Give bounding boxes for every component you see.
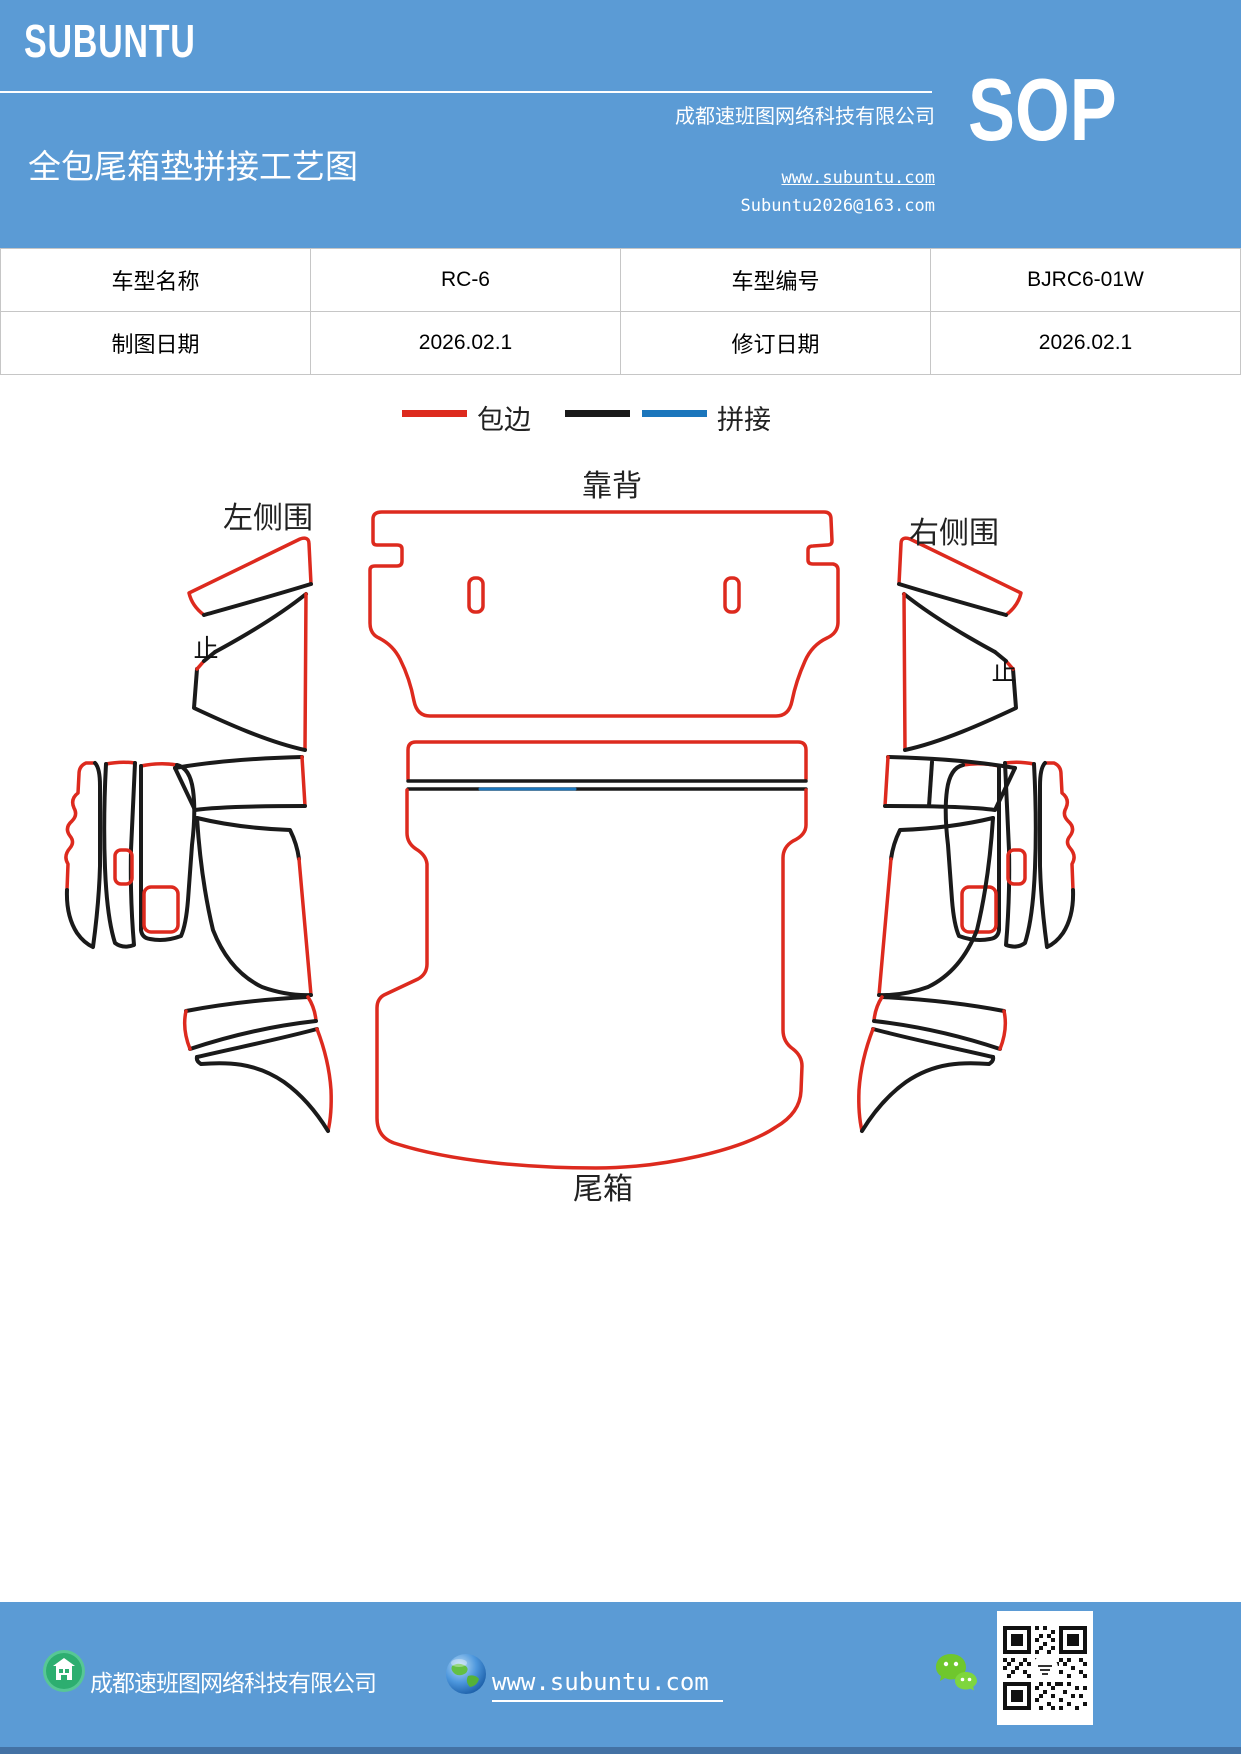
trunk-mat-diagram: 靠背 左侧围 右侧围 尾箱 止 止 <box>64 470 1077 1206</box>
splice-legend-label: 拼接 <box>717 405 771 435</box>
table-row: 车型名称 RC-6 车型编号 BJRC6-01W <box>0 248 1241 312</box>
revise-date-value: 2026.02.1 <box>930 311 1241 375</box>
brand-logo: SUBUNTU <box>24 15 196 67</box>
backrest-slot-left <box>467 576 485 614</box>
backrest-piece <box>368 510 840 718</box>
edge-line-swatch <box>402 410 467 417</box>
header-divider <box>0 91 932 93</box>
globe-icon <box>446 1654 486 1694</box>
page-header: SUBUNTU 成都速班图网络科技有限公司 SOP 全包尾箱垫拼接工艺图 www… <box>0 0 1241 248</box>
splice-lines <box>406 779 808 791</box>
side-cluster-lower-pieces <box>173 755 333 1133</box>
model-code-value: BJRC6-01W <box>930 248 1241 312</box>
draw-date-label: 制图日期 <box>0 311 311 375</box>
side-cluster-strips <box>64 760 197 949</box>
header-company-name: 成都速班图网络科技有限公司 <box>675 106 935 128</box>
vehicle-info-table: 车型名称 RC-6 车型编号 BJRC6-01W 制图日期 2026.02.1 … <box>0 248 1241 375</box>
footer-website-link[interactable]: www.subuntu.com <box>492 1668 723 1702</box>
splice-blue-swatch <box>642 410 707 417</box>
right-cluster-lower <box>856 755 1017 1133</box>
revise-date-label: 修订日期 <box>620 311 931 375</box>
model-name-value: RC-6 <box>310 248 621 312</box>
trunk-mat-piece <box>375 740 808 1170</box>
footer-bottom-strip <box>0 1747 1241 1754</box>
trunk-label: 尾箱 <box>573 1173 633 1206</box>
sop-badge: SOP <box>968 60 1117 159</box>
page-title: 全包尾箱垫拼接工艺图 <box>28 148 358 185</box>
model-name-label: 车型名称 <box>0 248 311 312</box>
right-cluster-divider-tick <box>927 760 934 808</box>
draw-date-value: 2026.02.1 <box>310 311 621 375</box>
header-email[interactable]: Subuntu2026@163.com <box>740 196 935 216</box>
right-cluster-top <box>897 536 1023 752</box>
model-code-label: 车型编号 <box>620 248 931 312</box>
right-cluster-strips <box>943 760 1077 949</box>
edge-legend-label: 包边 <box>477 405 531 435</box>
backrest-label: 靠背 <box>582 470 642 503</box>
building-icon <box>43 1650 85 1692</box>
qr-code <box>997 1611 1093 1725</box>
stop-mark-left: 止 <box>193 635 218 663</box>
stop-mark-right: 止 <box>991 658 1016 686</box>
page-footer: 成都速班图网络科技有限公司 www.subuntu.com <box>0 1602 1241 1754</box>
splice-black-swatch <box>565 410 630 417</box>
wechat-icon <box>936 1654 977 1691</box>
side-cluster-top-pieces <box>187 536 313 752</box>
footer-company-name: 成都速班图网络科技有限公司 <box>90 1670 377 1696</box>
header-website-link[interactable]: www.subuntu.com <box>781 168 935 188</box>
table-row: 制图日期 2026.02.1 修订日期 2026.02.1 <box>0 311 1241 375</box>
backrest-slot-right <box>723 576 741 614</box>
left-side-label: 左侧围 <box>223 502 313 535</box>
right-side-label: 右侧围 <box>909 517 999 550</box>
